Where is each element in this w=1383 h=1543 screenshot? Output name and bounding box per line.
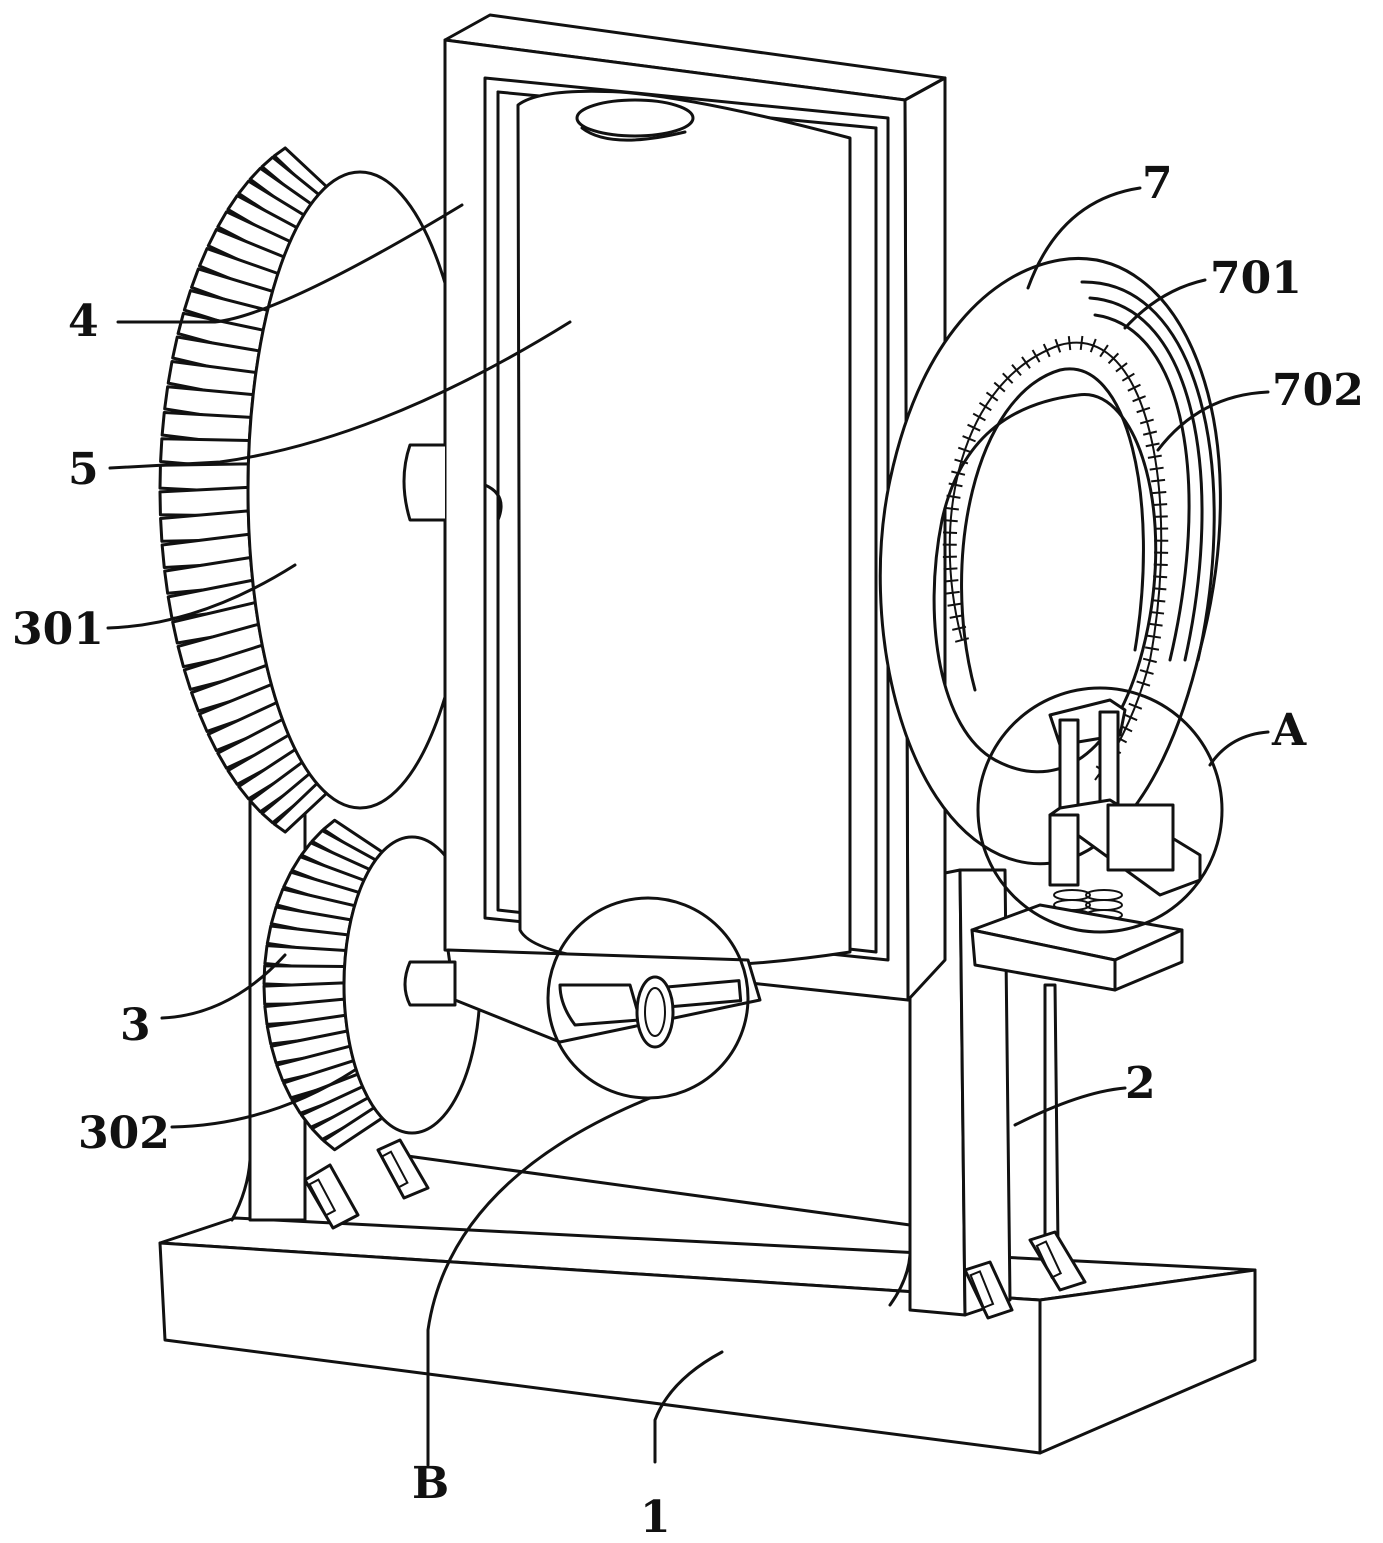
leader-lines <box>106 186 1270 1467</box>
rack-tooth <box>943 567 958 571</box>
detail-circle-a <box>976 686 1224 934</box>
large-gear-301 <box>158 146 474 834</box>
spring-coil <box>1053 889 1091 901</box>
rack-tooth <box>1079 335 1084 350</box>
rack-tooth <box>1142 657 1157 664</box>
rack-tooth <box>1142 430 1158 436</box>
rack-tooth <box>1021 356 1031 369</box>
rack-tooth <box>957 446 972 454</box>
rack-tooth <box>951 470 966 476</box>
label-4: 4 <box>68 296 99 347</box>
rack-tooth <box>985 391 999 402</box>
base-plate <box>158 1216 1257 1455</box>
rack-tooth <box>1149 466 1164 471</box>
ring-7 <box>878 257 1222 992</box>
rack-tooth <box>1148 622 1163 627</box>
rack-tooth <box>1031 349 1041 363</box>
rack-tooth <box>962 435 976 443</box>
rack-tooth <box>945 590 960 595</box>
rack-tooth <box>1054 338 1062 353</box>
label-1: 1 <box>640 1492 671 1543</box>
rack-tooth <box>1151 599 1166 603</box>
rack-tooth <box>1107 352 1120 365</box>
rack-tooth <box>946 494 961 499</box>
label-b: B <box>412 1458 449 1509</box>
rack-tooth <box>1146 634 1162 639</box>
rack-tooth <box>1151 478 1166 483</box>
rack-tooth <box>1153 575 1168 579</box>
base-brackets <box>303 1138 1087 1320</box>
rack-tooth <box>948 482 963 488</box>
rack-tooth <box>947 602 962 607</box>
rack-tooth <box>1136 680 1151 687</box>
label-2: 2 <box>1125 1058 1156 1109</box>
rack-tooth <box>1136 406 1151 414</box>
rack-tooth <box>954 458 969 465</box>
label-a: A <box>1271 705 1307 756</box>
rack-tooth <box>1150 610 1165 615</box>
rack-tooth <box>1139 418 1154 425</box>
rack-tooth <box>1067 336 1072 351</box>
label-301: 301 <box>12 604 104 655</box>
rack-tooth <box>1147 454 1162 459</box>
spring-coil <box>1085 899 1123 911</box>
rack-tooth <box>1132 395 1146 403</box>
rack-tooth <box>1128 702 1143 710</box>
rack-tooth <box>1139 669 1154 675</box>
rack-tooth <box>1123 713 1138 722</box>
label-701: 701 <box>1210 253 1302 304</box>
rack-tooth <box>942 531 958 535</box>
rack-tooth <box>1153 563 1168 567</box>
rack-tooth <box>1115 362 1128 373</box>
spring-coil <box>1085 889 1123 901</box>
rack-tooth <box>1152 587 1167 591</box>
rack-tooth <box>1089 338 1097 353</box>
rack-tooth <box>1002 372 1014 384</box>
reference-labels: 4 5 301 3 302 7 701 702 A 2 B 1 <box>12 158 1364 1543</box>
rack-tooth <box>1145 442 1160 448</box>
rack-tooth <box>1153 515 1168 518</box>
label-7: 7 <box>1142 158 1173 209</box>
rack-tooth <box>1121 372 1135 382</box>
rack-tooth <box>944 579 959 583</box>
rack-tooth <box>1144 646 1160 651</box>
label-702: 702 <box>1272 365 1364 416</box>
label-3: 3 <box>120 1000 151 1051</box>
rack-tooth <box>944 506 959 511</box>
label-302: 302 <box>78 1108 170 1159</box>
rack-tooth <box>972 412 986 422</box>
rack-tooth <box>943 519 958 523</box>
label-5: 5 <box>68 444 99 495</box>
lower-shaft <box>403 948 762 1049</box>
rack-tooth <box>1099 344 1109 358</box>
rack-tooth <box>1011 364 1022 377</box>
rack-tooth <box>1152 490 1167 495</box>
rack-tooth <box>1042 343 1051 358</box>
cylinder-5 <box>516 89 852 968</box>
rack-tooth <box>978 401 992 412</box>
rack-tooth <box>954 637 970 643</box>
rack-tooth <box>967 423 981 432</box>
rack-tooth <box>993 381 1006 393</box>
rack-tooth <box>1153 503 1168 506</box>
rack-tooth <box>1127 383 1141 392</box>
